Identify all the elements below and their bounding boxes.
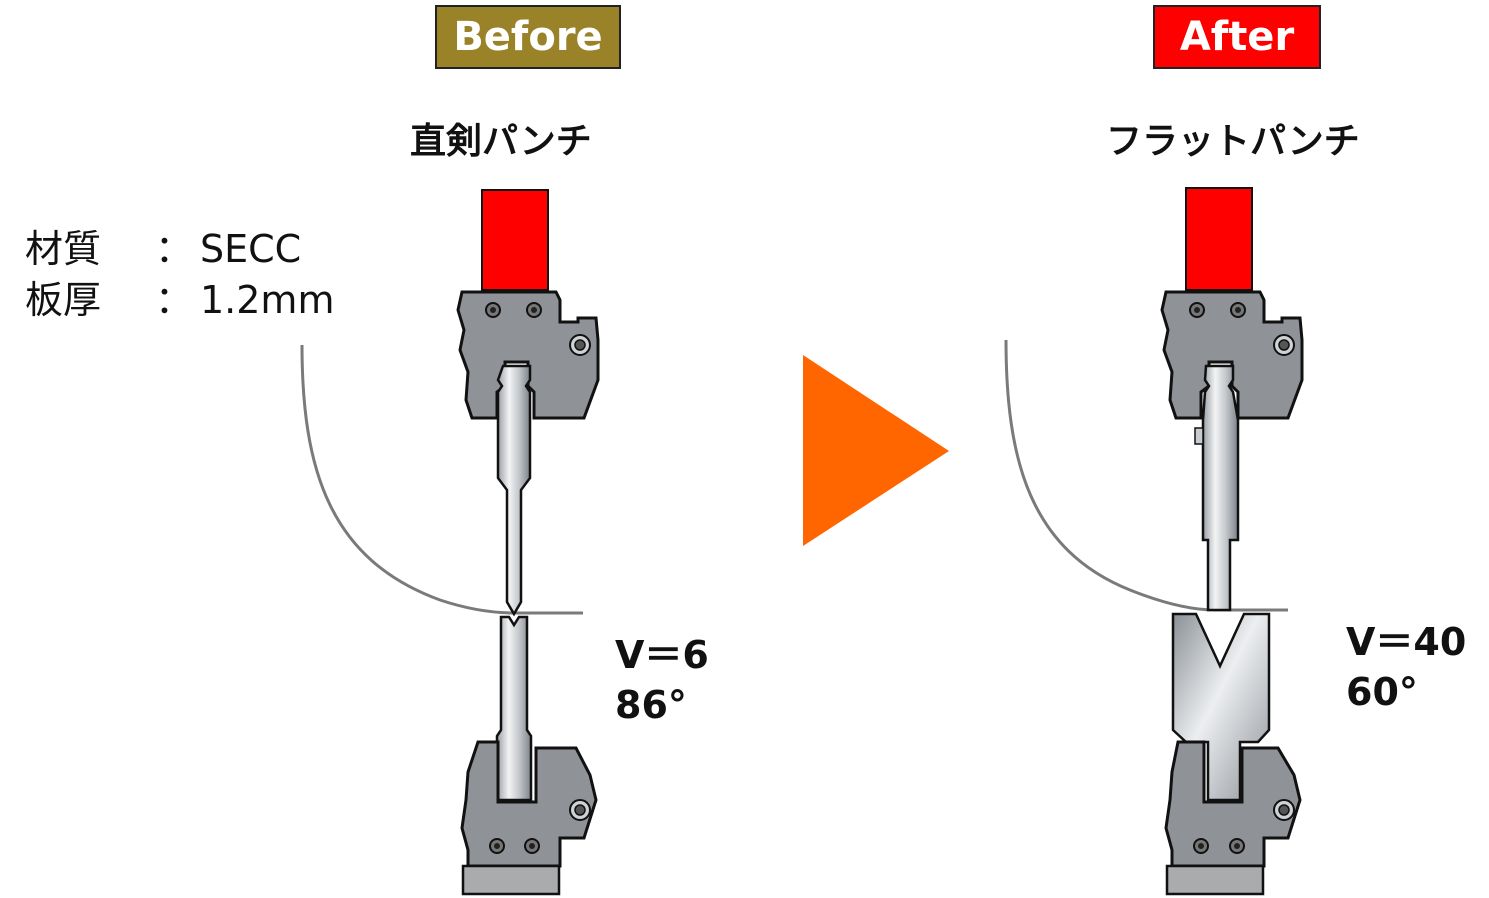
before-lower-bolt-right [524, 838, 540, 854]
after-base-block [1165, 864, 1265, 896]
thickness-row: 板厚 ： 1.2mm [25, 275, 334, 326]
before-base-block [461, 864, 561, 896]
after-sheet-outline [1004, 339, 1288, 612]
before-die-spec: V＝6 86° [615, 630, 709, 730]
material-spec: 材質 ： SECC 板厚 ： 1.2mm [25, 224, 334, 326]
after-lower-bolt-left [1193, 838, 1209, 854]
after-clamp-screw [1273, 334, 1295, 356]
after-lower-bolt-right [1229, 838, 1245, 854]
after-die-spec: V＝40 60° [1346, 617, 1466, 717]
before-lower-holder [460, 740, 598, 868]
material-value: SECC [200, 227, 302, 271]
before-sheet-outline [300, 344, 583, 615]
thickness-value: 1.2mm [200, 278, 335, 322]
after-bolt-right [1230, 302, 1246, 318]
before-bolt-left [485, 302, 501, 318]
material-sep: ： [155, 227, 194, 271]
after-flat-punch [1201, 364, 1240, 612]
before-clamp-screw [569, 334, 591, 356]
transition-arrow-icon [803, 355, 949, 546]
after-lower-holder [1164, 740, 1302, 868]
after-punch-title: フラットパンチ [1106, 121, 1360, 162]
before-angle: 86° [615, 683, 687, 727]
thickness-key: 板厚 [25, 278, 102, 322]
material-key: 材質 [25, 227, 102, 271]
after-angle: 60° [1346, 670, 1418, 714]
thickness-sep: ： [155, 278, 194, 322]
after-badge-label: After [1179, 14, 1295, 60]
before-upper-holder [456, 290, 600, 420]
before-badge: Before [435, 5, 621, 69]
before-bolt-right [526, 302, 542, 318]
after-badge: After [1153, 5, 1321, 69]
before-v-width: V＝6 [615, 633, 709, 677]
material-row: 材質 ： SECC [25, 224, 334, 275]
after-ram [1185, 187, 1253, 291]
after-lower-clamp-screw [1273, 799, 1295, 821]
before-ram [481, 189, 549, 291]
after-upper-holder [1160, 290, 1304, 420]
before-lower-die [495, 615, 533, 802]
before-sword-punch [496, 364, 532, 617]
before-badge-label: Before [453, 14, 603, 60]
after-punch-tab [1194, 427, 1204, 445]
before-lower-bolt-left [489, 838, 505, 854]
before-punch-title: 直剣パンチ [410, 121, 592, 162]
after-bolt-left [1189, 302, 1205, 318]
after-v-width: V＝40 [1346, 620, 1467, 664]
before-lower-clamp-screw [569, 799, 591, 821]
